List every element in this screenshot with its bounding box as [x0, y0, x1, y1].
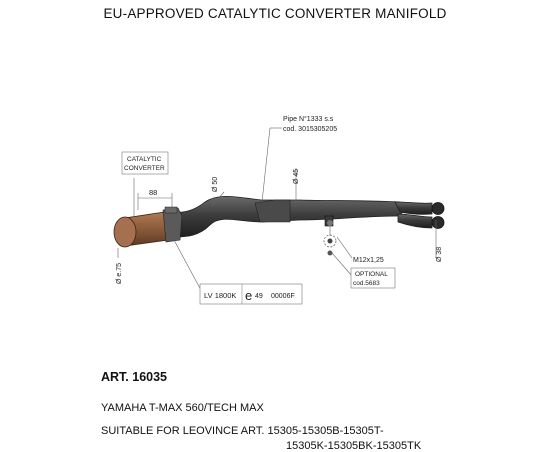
homologation-code: 00006F: [271, 293, 295, 300]
page-title: EU-APPROVED CATALYTIC CONVERTER MANIFOLD: [103, 6, 447, 21]
suitable-line-2: 15305K-15305BK-15305TK: [286, 440, 422, 452]
catalytic-label-1: CATALYTIC: [127, 156, 162, 163]
model-name: YAMAHA T-MAX 560/TECH MAX: [101, 402, 264, 414]
homologation-lv: LV 1800K: [204, 291, 236, 300]
outlet-upper-cap: [431, 202, 445, 215]
dim-75-label: Ø e.75: [116, 263, 123, 284]
catalytic-converter: [113, 206, 183, 248]
optional-label-1: OPTIONAL: [355, 271, 388, 278]
catalytic-label-2: CONVERTER: [124, 165, 165, 172]
article-number: ART. 16035: [101, 370, 168, 384]
optional-label-box: [350, 267, 396, 289]
pipe-label-2: cod. 3015305205: [283, 126, 337, 133]
dim-38-label: Ø 38: [436, 247, 443, 262]
pipe-label-1: Pipe N°1333 s.s: [283, 115, 334, 123]
catalytic-label-box: [121, 151, 169, 175]
outlet-lower-cap: [431, 216, 445, 229]
homologation-e-mark: e: [245, 288, 252, 303]
dimension-lines: [117, 127, 437, 293]
dim-50-label: Ø 50: [212, 177, 219, 192]
optional-plug-icon: [323, 226, 337, 256]
suitable-line-1: SUITABLE FOR LEOVINCE ART. 15305-15305B-…: [101, 425, 384, 437]
pipe-body: [159, 196, 433, 239]
dim-88-label: 88: [149, 188, 157, 197]
manifold-diagram: CATALYTIC CONVERTER Pipe N°1333 s.s cod.…: [113, 115, 445, 305]
sensor-boss: [324, 215, 334, 227]
dim-45-label: Ø 45: [293, 169, 300, 184]
thread-label: M12x1,25: [353, 257, 384, 264]
optional-label-2: cod.5683: [353, 280, 380, 287]
homologation-num: 49: [255, 293, 263, 300]
homologation-box: [199, 283, 303, 305]
